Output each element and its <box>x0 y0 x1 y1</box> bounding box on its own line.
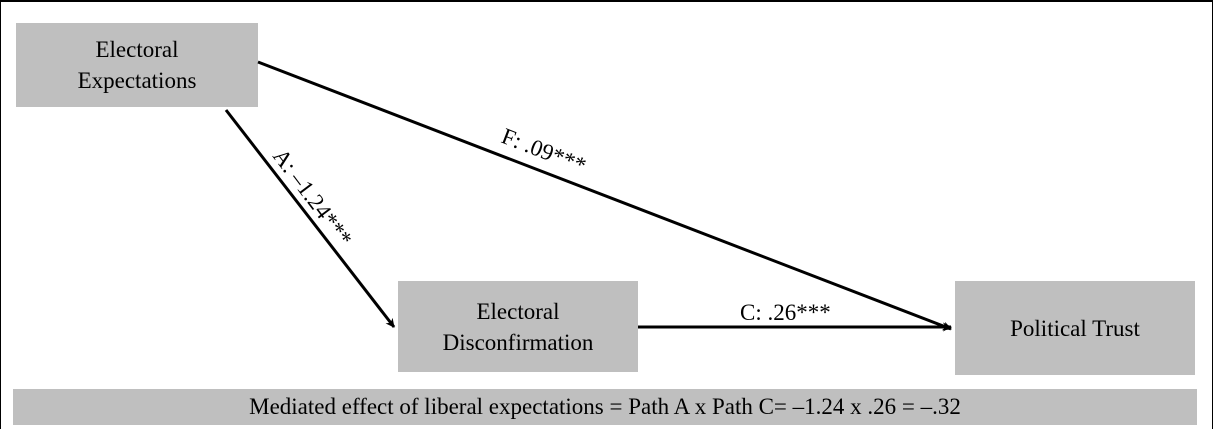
node-electoral-expectations: Electoral Expectations <box>16 23 258 107</box>
node-expectations-line1: Electoral <box>95 37 179 62</box>
arrow-path-a <box>224 109 396 328</box>
label-path-a: A: –1.24*** <box>268 144 357 251</box>
mediated-effect-text: Mediated effect of liberal expectations … <box>249 394 961 419</box>
label-path-f: F: .09*** <box>498 123 589 178</box>
arrow-path-f <box>257 60 952 331</box>
node-electoral-disconfirmation: Electoral Disconfirmation <box>398 281 638 372</box>
label-path-c: C: .26*** <box>740 300 831 325</box>
node-expectations-line2: Expectations <box>77 68 197 93</box>
node-disconfirmation-line1: Electoral <box>476 298 560 324</box>
mediated-effect-banner: Mediated effect of liberal expectations … <box>13 389 1197 425</box>
node-trust-line1: Political Trust <box>1010 315 1140 341</box>
node-disconfirmation-line2: Disconfirmation <box>442 329 594 355</box>
node-political-trust: Political Trust <box>955 281 1195 375</box>
